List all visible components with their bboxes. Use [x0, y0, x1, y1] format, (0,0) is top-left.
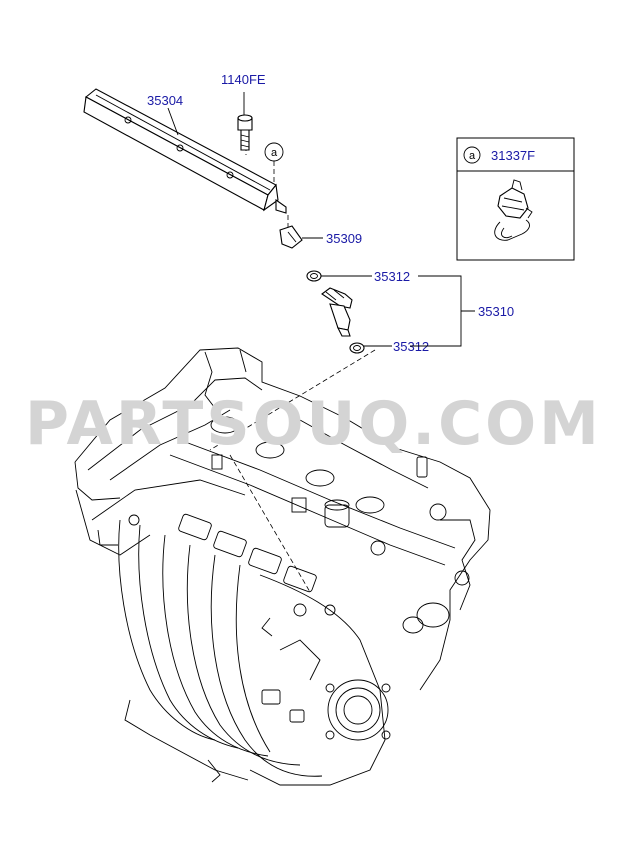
callout-a-marker: a — [264, 142, 284, 182]
label-rail: 35304 — [147, 93, 183, 108]
label-clip: 35309 — [326, 231, 362, 246]
injector-part — [321, 287, 353, 337]
oring-top-part — [306, 270, 322, 282]
label-injector-assy: 35310 — [478, 304, 514, 319]
label-bolt: 1140FE — [221, 72, 266, 87]
label-oring-top: 35312 — [374, 269, 410, 284]
watermark: PARTSOUQ.COM — [25, 389, 602, 459]
leader-rail — [167, 107, 179, 136]
bolt-part — [237, 114, 253, 151]
label-oring-bottom: 35312 — [393, 339, 429, 354]
bracket-injector-assy — [410, 275, 475, 347]
engine-head-drawing — [74, 347, 491, 691]
install-line-seat — [229, 454, 311, 593]
legend-part-number: 31337F — [491, 148, 535, 163]
install-line-injector — [209, 349, 376, 451]
clip-part — [279, 225, 303, 249]
fuel-rail-part — [83, 88, 287, 214]
legend-clip-drawing — [494, 179, 533, 241]
intake-manifold-drawing — [97, 513, 391, 786]
oring-bottom-part — [349, 342, 365, 354]
legend-letter: a — [469, 150, 476, 162]
legend-box: a 31337F — [456, 137, 575, 261]
callout-a-letter: a — [271, 147, 278, 159]
